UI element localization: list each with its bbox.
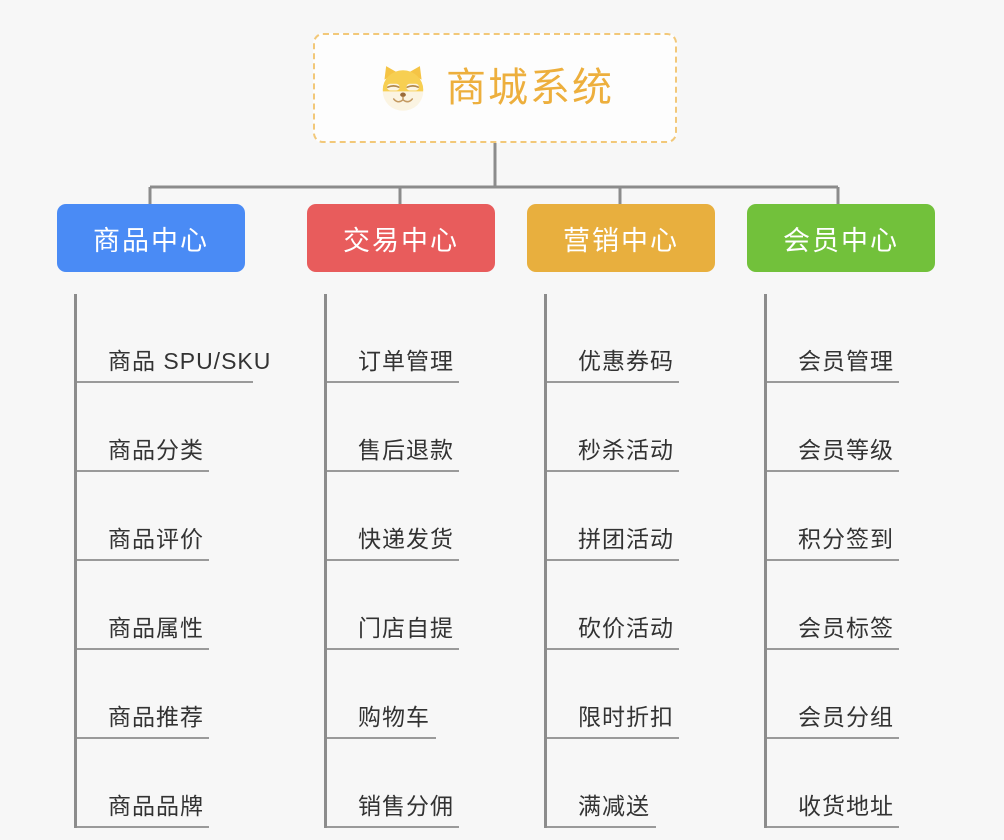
- leaf-label: 商品评价: [108, 526, 204, 552]
- leaf-label: 会员管理: [798, 348, 894, 374]
- branch-header-label: 交易中心: [343, 225, 459, 256]
- root-node[interactable]: 商城系统: [313, 33, 677, 143]
- leaf-label: 砍价活动: [578, 615, 674, 641]
- branch-column-member: 会员中心 会员管理 会员等级 积分签到 会员标签 会员分组 收货地址: [747, 204, 935, 828]
- list-item[interactable]: 商品 SPU/SKU: [77, 294, 270, 383]
- leaf-label: 商品品牌: [108, 793, 204, 819]
- branch-column-product: 商品中心 商品 SPU/SKU 商品分类 商品评价 商品属性 商品推荐 商品品牌: [57, 204, 270, 828]
- leaf-label: 商品分类: [108, 437, 204, 463]
- list-item[interactable]: 满减送: [547, 739, 715, 828]
- root-title: 商城系统: [446, 66, 614, 110]
- list-item[interactable]: 销售分佣: [327, 739, 495, 828]
- leaf-label: 门店自提: [358, 615, 454, 641]
- list-item[interactable]: 会员分组: [767, 650, 935, 739]
- list-item[interactable]: 门店自提: [327, 561, 495, 650]
- leaf-label: 销售分佣: [358, 793, 454, 819]
- leaf-label: 收货地址: [798, 793, 894, 819]
- list-item[interactable]: 秒杀活动: [547, 383, 715, 472]
- leaf-list-member: 会员管理 会员等级 积分签到 会员标签 会员分组 收货地址: [764, 294, 935, 828]
- leaf-label: 满减送: [578, 793, 650, 819]
- list-item[interactable]: 商品属性: [77, 561, 245, 650]
- leaf-list-product: 商品 SPU/SKU 商品分类 商品评价 商品属性 商品推荐 商品品牌: [74, 294, 270, 828]
- branch-header-product[interactable]: 商品中心: [57, 204, 245, 272]
- list-item[interactable]: 积分签到: [767, 472, 935, 561]
- branch-header-trade[interactable]: 交易中心: [307, 204, 495, 272]
- list-item[interactable]: 会员等级: [767, 383, 935, 472]
- list-item[interactable]: 收货地址: [767, 739, 935, 828]
- leaf-label: 限时折扣: [578, 704, 674, 730]
- list-item[interactable]: 快递发货: [327, 472, 495, 561]
- leaf-label: 积分签到: [798, 526, 894, 552]
- leaf-label: 商品推荐: [108, 704, 204, 730]
- list-item[interactable]: 优惠券码: [547, 294, 715, 383]
- leaf-label: 会员标签: [798, 615, 894, 641]
- list-item[interactable]: 商品品牌: [77, 739, 245, 828]
- branch-header-label: 会员中心: [783, 225, 899, 256]
- branch-header-label: 商品中心: [93, 225, 209, 256]
- leaf-label: 会员分组: [798, 704, 894, 730]
- list-item[interactable]: 商品分类: [77, 383, 245, 472]
- leaf-label: 优惠券码: [578, 348, 674, 374]
- leaf-label: 售后退款: [358, 437, 454, 463]
- branch-header-marketing[interactable]: 营销中心: [527, 204, 715, 272]
- branch-header-label: 营销中心: [563, 225, 679, 256]
- list-item[interactable]: 商品评价: [77, 472, 245, 561]
- leaf-label: 快递发货: [358, 526, 454, 552]
- list-item[interactable]: 购物车: [327, 650, 495, 739]
- list-item[interactable]: 砍价活动: [547, 561, 715, 650]
- leaf-label: 拼团活动: [578, 526, 674, 552]
- leaf-label: 秒杀活动: [578, 437, 674, 463]
- leaf-label: 订单管理: [358, 348, 454, 374]
- list-item[interactable]: 会员管理: [767, 294, 935, 383]
- leaf-label: 购物车: [358, 704, 430, 730]
- list-item[interactable]: 订单管理: [327, 294, 495, 383]
- shiba-inu-icon: [382, 66, 424, 111]
- branch-column-marketing: 营销中心 优惠券码 秒杀活动 拼团活动 砍价活动 限时折扣 满减送: [527, 204, 715, 828]
- leaf-list-marketing: 优惠券码 秒杀活动 拼团活动 砍价活动 限时折扣 满减送: [544, 294, 715, 828]
- leaf-label: 会员等级: [798, 437, 894, 463]
- leaf-label: 商品属性: [108, 615, 204, 641]
- list-item[interactable]: 限时折扣: [547, 650, 715, 739]
- branch-header-member[interactable]: 会员中心: [747, 204, 935, 272]
- leaf-list-trade: 订单管理 售后退款 快递发货 门店自提 购物车 销售分佣: [324, 294, 495, 828]
- list-item[interactable]: 拼团活动: [547, 472, 715, 561]
- list-item[interactable]: 会员标签: [767, 561, 935, 650]
- list-item[interactable]: 售后退款: [327, 383, 495, 472]
- list-item[interactable]: 商品推荐: [77, 650, 245, 739]
- branch-column-trade: 交易中心 订单管理 售后退款 快递发货 门店自提 购物车 销售分佣: [307, 204, 495, 828]
- leaf-label: 商品 SPU/SKU: [108, 348, 272, 374]
